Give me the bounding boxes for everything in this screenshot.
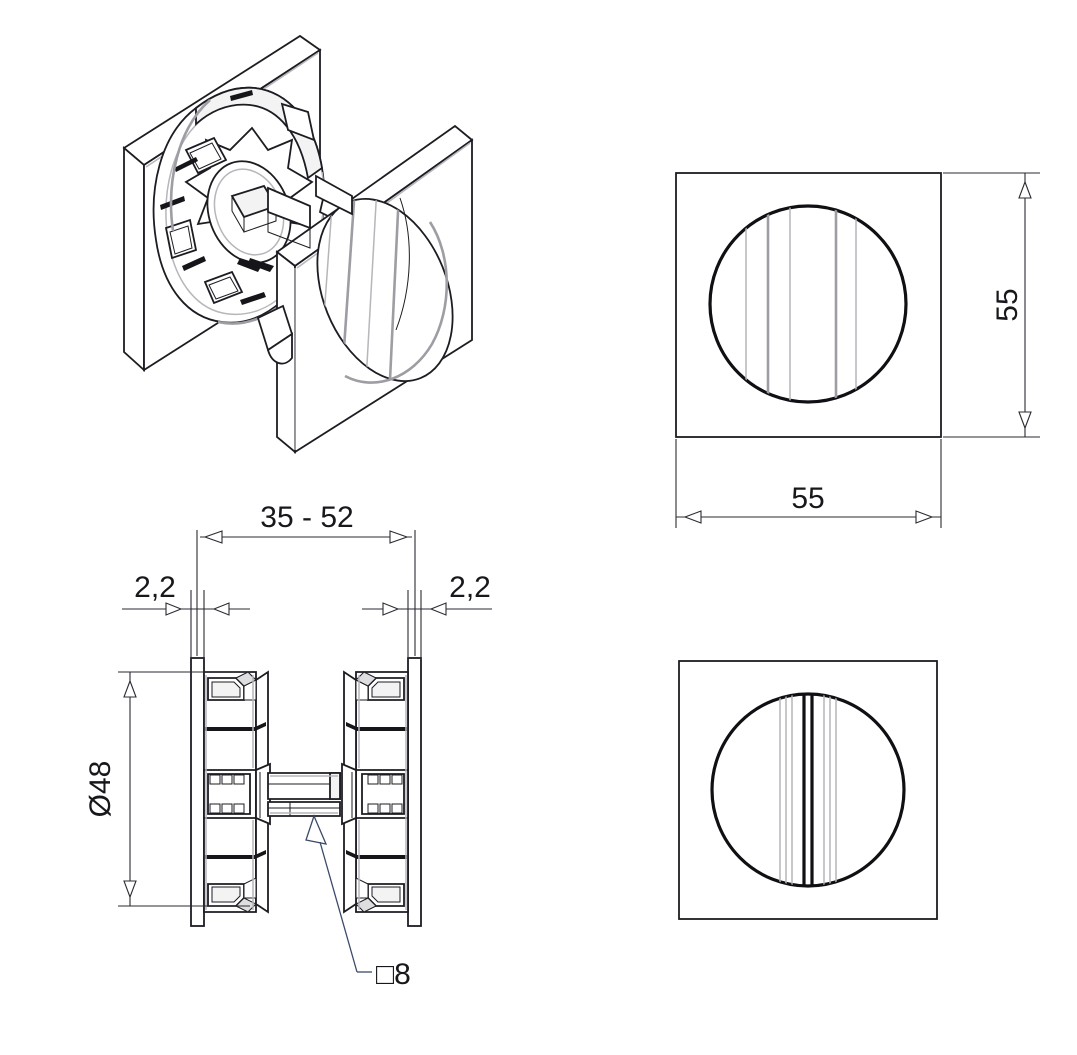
knob-circle-top	[708, 204, 908, 404]
front-view-slot	[678, 660, 938, 920]
section-connecting-spindle	[267, 772, 341, 817]
dim-label-plate-height: 55	[991, 288, 1024, 321]
front-view-knob: 55 55	[675, 172, 1040, 528]
dim-spindle-square: □8	[305, 814, 411, 991]
dim-label-plate-thickness-right: 2,2	[449, 571, 491, 604]
dim-plate-thickness-right: 2,2	[362, 571, 492, 660]
exploded-isometric-view	[122, 34, 474, 454]
dim-label-plate-width: 55	[791, 482, 824, 515]
dim-label-door-thickness: 35 - 52	[260, 501, 353, 534]
dim-plate-thickness-left: 2,2	[122, 571, 250, 660]
dim-plate-width-55: 55	[675, 439, 942, 528]
section-left-hub-ribs	[209, 774, 245, 814]
dim-plate-height-55: 55	[943, 172, 1040, 438]
section-right-hub-ribs	[367, 774, 403, 814]
cross-section-view: 35 - 52 2,2 2,2 Ø48	[84, 501, 492, 991]
iso-thumbturn-knob	[316, 178, 454, 384]
section-right-rosette	[341, 657, 422, 927]
dim-label-spindle-square: □8	[376, 958, 411, 991]
knob-circle-bottom	[710, 692, 906, 888]
section-left-rosette	[190, 657, 271, 927]
knob-grip-lines-top	[745, 206, 857, 402]
iso-mech-arm	[248, 174, 353, 272]
dim-label-plate-thickness-left: 2,2	[134, 571, 176, 604]
dim-rosette-diameter: Ø48	[84, 671, 250, 907]
dim-label-rosette-diameter: Ø48	[84, 761, 117, 818]
iso-knob-neck	[256, 304, 294, 365]
dim-door-thickness-35-52: 35 - 52	[196, 501, 416, 656]
knob-slot-lines-bottom	[779, 694, 837, 886]
